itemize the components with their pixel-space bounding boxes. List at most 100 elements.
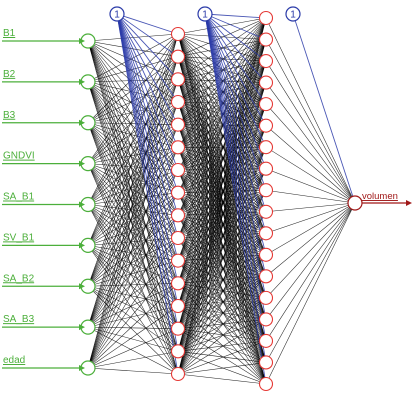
weight-line [177,146,267,193]
hidden2-node [258,75,274,90]
weight-line [177,146,267,239]
weight-line [87,351,179,369]
weight-line [87,79,179,246]
weight-line [177,146,267,216]
weight-line [177,79,267,126]
weight-line [177,124,267,299]
weight-line [177,56,267,255]
input-arrowhead [79,119,85,126]
input-arrowhead [79,242,85,249]
weight-line [87,101,179,205]
weight-line [87,122,179,193]
weight-line [177,60,267,375]
weight-line [265,17,356,204]
bias-weight-line [204,13,267,363]
weight-line [87,81,179,193]
bias-weight-line [116,13,179,80]
weight-line [177,17,267,103]
weight-line [87,192,179,287]
weight-line [265,202,356,234]
weight-line [265,103,356,204]
weight-line [87,147,179,246]
weight-line [177,56,267,62]
weight-line [177,147,267,212]
weight-line [177,147,267,375]
bias-weight-line [116,13,179,329]
weight-line [177,192,267,320]
weight-line [177,17,267,261]
weight-line [177,124,267,148]
weight-line [177,168,267,284]
weight-line [177,169,267,256]
weight-line [177,192,267,234]
weight-line [87,122,179,171]
weight-line [177,33,267,148]
output-node [347,195,363,211]
bias-weight-line [116,13,179,171]
weight-line [87,305,179,369]
weight-line [87,367,179,375]
weight-line [177,328,267,342]
weight-line [87,81,179,171]
weight-line [177,169,267,213]
weight-line [177,103,267,193]
weight-line [177,17,267,239]
weight-line [177,169,267,342]
weight-line [87,124,179,328]
weight-line [87,192,179,369]
hidden1-node [170,321,186,336]
weight-line [87,101,179,164]
bias-weight-line [116,13,179,261]
hidden2-node [258,226,274,241]
weight-line [177,101,267,212]
weight-line [177,147,267,299]
hidden1-node [170,185,186,200]
hidden2-node [258,10,274,26]
weight-line [87,79,179,328]
bias-weight-line [204,13,267,320]
bias-weight-line [204,13,267,40]
weight-line [87,326,179,375]
bias-weight-line [204,13,267,255]
bias-weight-line [204,13,267,385]
bias-weight-line [204,13,267,191]
weight-line [177,305,267,320]
weight-line [87,204,179,239]
weight-line [177,124,267,255]
weight-line [87,56,179,83]
weight-line [177,82,267,171]
weight-line [265,168,356,204]
bias-weight-line [116,13,179,58]
weight-line [87,147,179,287]
weight-line [177,17,267,375]
weight-line [265,202,356,213]
weight-line [87,147,179,328]
weight-line [177,169,267,363]
bias-weight-line [116,13,179,352]
bias-weight-line [116,13,179,216]
weight-line [87,56,179,246]
bias-node [285,6,301,22]
weight-line [177,168,267,216]
weight-line [177,237,267,320]
weight-line [177,237,267,256]
weight-line [177,192,267,385]
input-arrowhead [79,78,85,85]
weight-line [177,33,267,40]
weight-line [177,147,267,234]
weight-line [177,233,267,261]
weight-line [177,215,267,299]
weight-line [265,202,356,320]
weight-line [177,168,267,193]
bias-weight-line [204,13,267,234]
hidden2-node [258,54,274,69]
hidden1-node [170,117,186,132]
weight-line [177,124,267,277]
weight-line [177,33,267,62]
input-label: B2 [3,69,16,80]
weight-line [87,79,179,205]
hidden2-node [258,204,274,219]
weight-line [87,122,179,125]
weight-line [177,328,267,385]
